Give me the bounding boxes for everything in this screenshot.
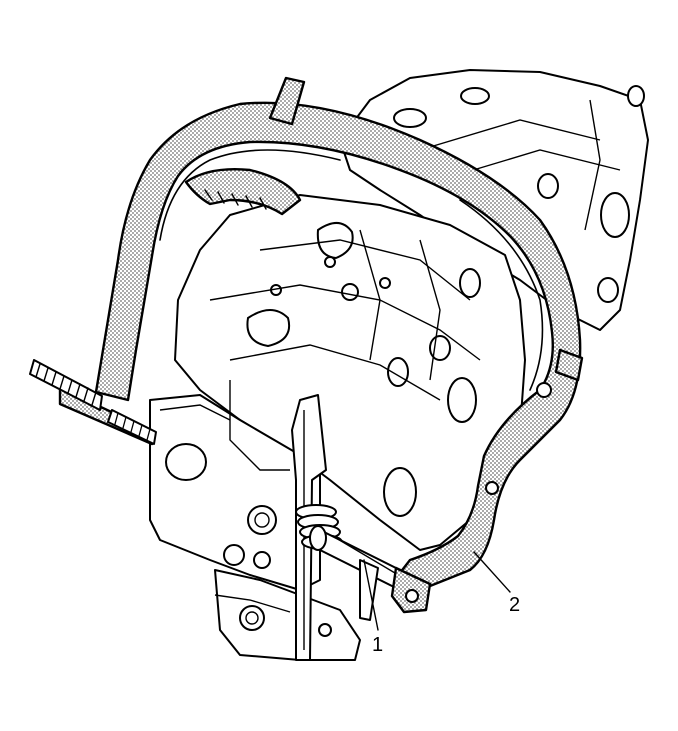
valve-assembly (291, 394, 405, 661)
callout-2: 2 (509, 594, 520, 616)
leader-line-1 (363, 559, 379, 631)
forcing-screw (29, 359, 157, 445)
valve-spring-compressor-tool (29, 76, 584, 614)
leader-lines (363, 551, 511, 631)
cylinder-head (149, 69, 649, 661)
leader-line-2 (473, 551, 511, 593)
callout-1: 1 (372, 634, 383, 656)
